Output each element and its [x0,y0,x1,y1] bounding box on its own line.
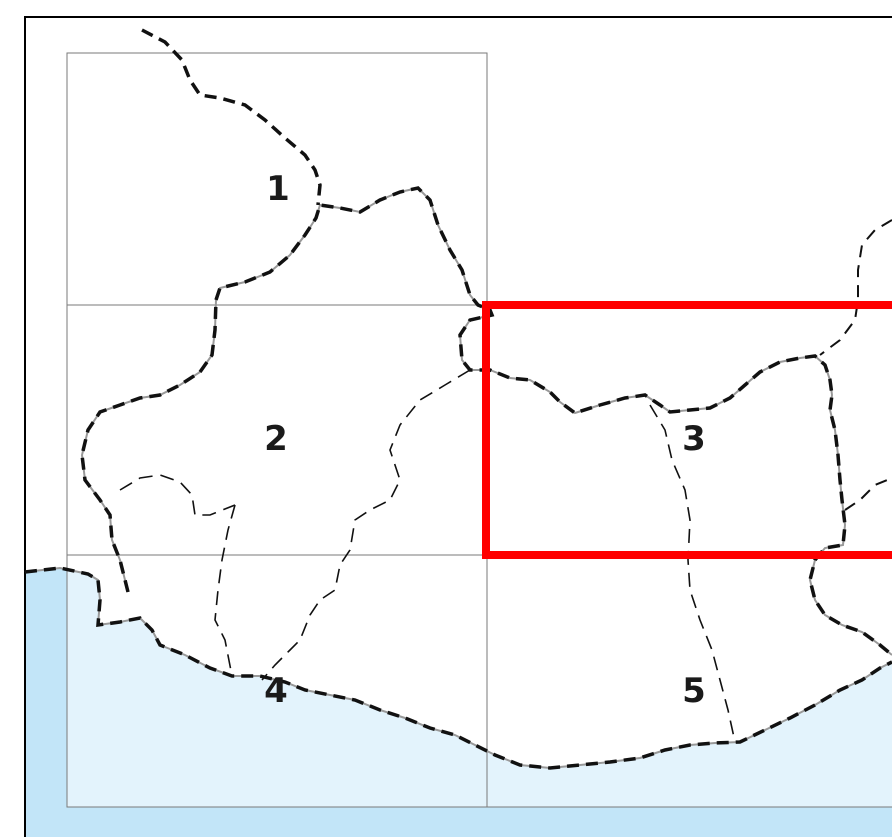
district-border-b [119,474,236,516]
east-border [819,219,892,356]
tile-label-3: 3 [682,419,706,459]
map-frame-border [24,16,892,837]
district-border-d [649,404,736,743]
east-border-2 [844,477,892,511]
coastline [24,566,892,770]
land-border [80,186,892,657]
northern-border [141,28,322,206]
tile-label-4: 4 [264,671,288,711]
district-border-c [214,504,236,677]
region-boundary [24,28,892,770]
district-border-a [261,369,471,681]
tile-label-1: 1 [266,169,290,209]
tile-label-5: 5 [682,671,706,711]
highlighted-tile-frame[interactable] [482,301,892,559]
tile-label-2: 2 [264,419,288,459]
